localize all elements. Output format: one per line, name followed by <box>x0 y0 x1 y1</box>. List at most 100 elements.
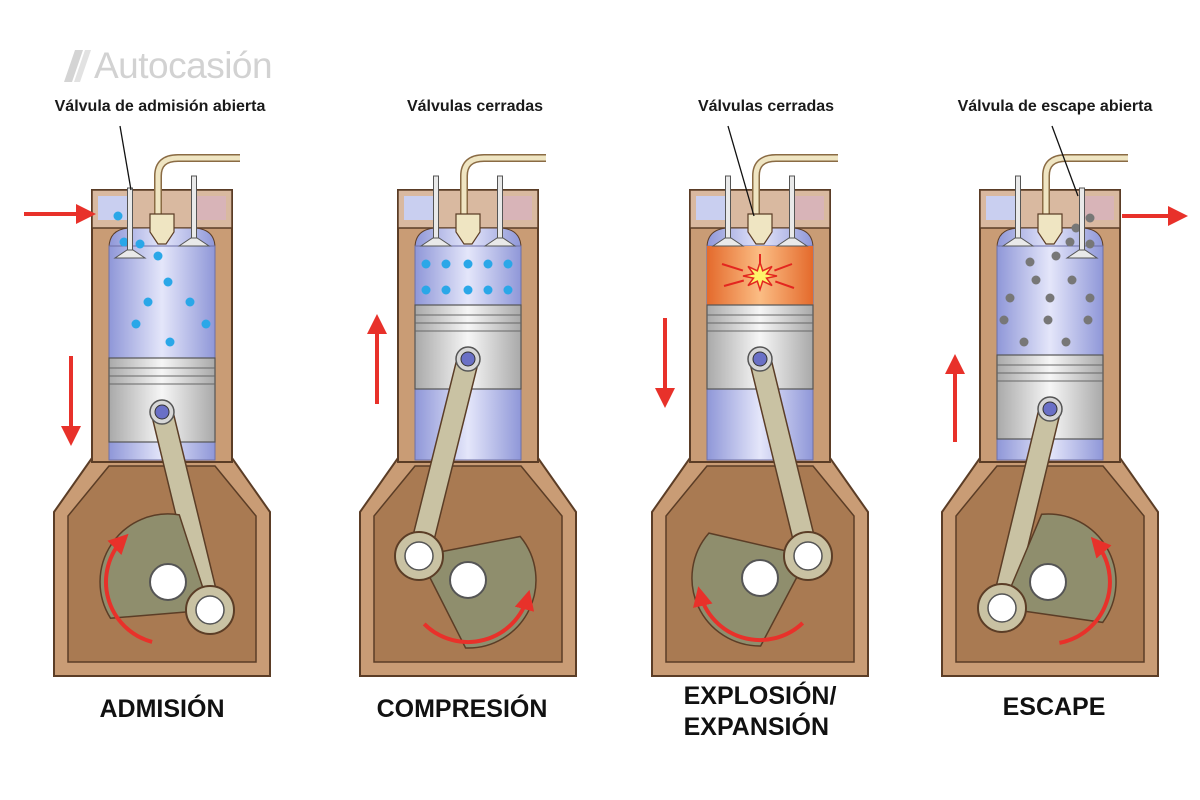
crank-pin-ring <box>185 585 235 635</box>
autocasion-logo-icon <box>64 50 91 82</box>
gas-dot <box>503 259 513 269</box>
crankcase-shell <box>53 457 271 677</box>
title-compresion: COMPRESIÓN <box>377 694 548 725</box>
intake-port <box>696 196 726 220</box>
engine-admision <box>24 125 271 677</box>
gas-dot <box>1043 315 1053 325</box>
gas-dot <box>131 319 141 329</box>
gas-dot <box>1085 293 1095 303</box>
connecting-rod <box>409 349 478 566</box>
exhaust-port <box>1084 196 1114 220</box>
exhaust-valve-head <box>483 237 517 247</box>
exhaust-valve-stem <box>497 175 503 241</box>
intake-valve-stem <box>433 175 439 241</box>
wrist-pin <box>149 399 175 425</box>
cylinder-head <box>979 189 1121 229</box>
gas-dot <box>1019 337 1029 347</box>
intake-port <box>98 196 128 220</box>
title-admision: ADMISIÓN <box>100 694 225 725</box>
connecting-rod-outline <box>407 347 480 568</box>
gas-dot <box>1085 213 1095 223</box>
connecting-rod <box>992 399 1060 618</box>
piston <box>996 354 1104 440</box>
cylinder-head <box>91 189 233 229</box>
cylinder-wall <box>91 189 233 463</box>
gas-dot <box>1065 237 1075 247</box>
gas-dot <box>201 319 211 329</box>
title-admision-line: ADMISIÓN <box>99 695 225 723</box>
connecting-rod-outline <box>990 397 1062 620</box>
combustion-chamber <box>706 227 814 249</box>
label-leader-line <box>727 125 755 217</box>
gas-dot <box>441 259 451 269</box>
title-compresion-line: COMPRESIÓN <box>376 695 548 723</box>
gas-dot <box>143 297 153 307</box>
intake-valve-head <box>419 237 453 247</box>
wrist-pin <box>455 346 481 372</box>
crank-pin-ring <box>394 531 444 581</box>
exhaust-valve-head <box>177 237 211 247</box>
crankshaft-axis <box>149 563 187 601</box>
crank-pin-ring <box>783 531 833 581</box>
wrist-pin <box>747 346 773 372</box>
crankshaft-counterweight <box>1000 513 1117 624</box>
cylinder-wall <box>979 189 1121 463</box>
connecting-rod <box>152 402 220 620</box>
exhaust-valve-head <box>1065 249 1099 259</box>
crankcase-interior <box>67 465 257 663</box>
cylinder-bore <box>414 245 522 461</box>
intake-port <box>986 196 1016 220</box>
piston <box>414 304 522 390</box>
spark-plug-wire <box>461 155 546 222</box>
connecting-rod-outline <box>748 347 820 568</box>
intake-port <box>404 196 434 220</box>
spark-ray-1 <box>723 279 745 287</box>
combustion-chamber <box>996 227 1104 249</box>
title-explosion-line-2: EXPANSIÓN <box>683 713 829 741</box>
wrist-pin-center <box>1042 401 1058 417</box>
exhaust-valve-head <box>775 237 809 247</box>
watermark-brand: Autocasión <box>94 45 273 86</box>
label-leader-line <box>119 125 132 191</box>
spark-plug-wire-outline <box>154 154 240 222</box>
title-explosion-line-1: EXPLOSIÓN/ <box>683 682 837 710</box>
cylinder-head <box>689 189 831 229</box>
wrist-pin <box>1037 396 1063 422</box>
gas-dot <box>165 337 175 347</box>
gas-dot <box>999 315 1009 325</box>
gas-dot <box>1085 239 1095 249</box>
intake-valve-head <box>113 249 147 259</box>
cylinder-bore <box>108 245 216 461</box>
gas-dot <box>119 237 129 247</box>
gas-dot <box>1045 293 1055 303</box>
spark-plug-wire <box>1043 155 1128 222</box>
spark-plug-wire <box>753 155 838 222</box>
crankshaft-counterweight <box>417 535 537 649</box>
wrist-pin-center <box>752 351 768 367</box>
spark-ray-3 <box>774 280 795 289</box>
crankshaft-axis <box>1029 563 1067 601</box>
label-explosion: Válvulas cerradas <box>697 98 835 115</box>
rotation-arrow <box>104 533 153 644</box>
spark-plug-wire-outline <box>1042 154 1128 222</box>
crankcase-shell <box>651 457 869 677</box>
gas-dot <box>421 259 431 269</box>
gas-dot <box>1071 223 1081 233</box>
gas-dot <box>1025 257 1035 267</box>
intake-valve-stem <box>725 175 731 241</box>
exhaust-port <box>794 196 824 220</box>
crankcase-shell <box>359 457 577 677</box>
gas-dot <box>135 239 145 249</box>
exhaust-valve-stem <box>1079 187 1085 253</box>
autocasion-watermark: Autocasión <box>62 44 273 88</box>
rotation-arrow <box>422 589 535 644</box>
crank-pin-ring <box>977 583 1027 633</box>
spark-plug-tip <box>149 213 175 245</box>
cylinder-bore <box>706 245 814 461</box>
crank-pin <box>987 593 1017 623</box>
crankcase-shell <box>941 457 1159 677</box>
exhaust-valve-stem <box>191 175 197 241</box>
gas-dot <box>1031 275 1041 285</box>
label-compresion: Válvulas cerradas <box>406 98 544 115</box>
